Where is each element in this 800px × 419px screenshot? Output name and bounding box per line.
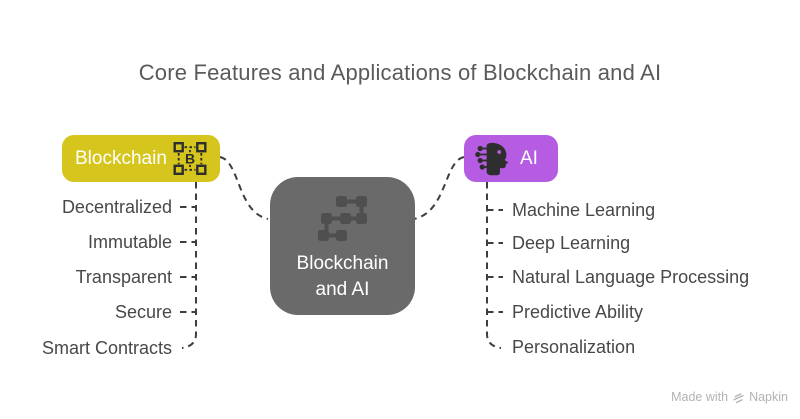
ai-node[interactable]: AI: [464, 135, 558, 182]
center-node[interactable]: Blockchain and AI: [270, 177, 415, 315]
blockchain-node-label: Blockchain: [75, 147, 167, 169]
center-node-label: Blockchain and AI: [296, 253, 389, 300]
feature-item: Transparent: [75, 267, 172, 287]
ai-head-circuit-icon: [475, 142, 509, 175]
napkin-watermark[interactable]: Made with Napkin: [671, 390, 788, 404]
feature-item: Decentralized: [61, 197, 172, 217]
feature-item: Immutable: [87, 232, 172, 252]
application-item: Machine Learning: [512, 200, 656, 220]
left-branch-line: [181, 182, 197, 349]
watermark-brand: Napkin: [749, 390, 788, 404]
application-item: Predictive Ability: [512, 302, 644, 322]
blockchain-node[interactable]: Blockchain B: [62, 135, 220, 182]
page-title: Core Features and Applications of Blockc…: [138, 60, 662, 85]
application-item: Personalization: [512, 337, 636, 357]
application-item: Deep Learning: [512, 233, 631, 253]
ai-node-label: AI: [520, 147, 538, 169]
linked-blocks-icon: [317, 196, 367, 241]
curve-ai-to-center: [413, 156, 465, 220]
right-branch-line: [486, 182, 502, 349]
watermark-prefix: Made with: [671, 390, 729, 404]
feature-item: Secure: [114, 302, 172, 322]
application-item: Natural Language Processing: [512, 267, 750, 287]
feature-item: Smart Contracts: [41, 338, 172, 358]
curve-blockchain-to-center: [219, 156, 269, 220]
napkin-logo-icon: [733, 392, 744, 403]
bitcoin-blockchain-icon: B: [173, 142, 207, 175]
svg-text:B: B: [185, 151, 195, 167]
